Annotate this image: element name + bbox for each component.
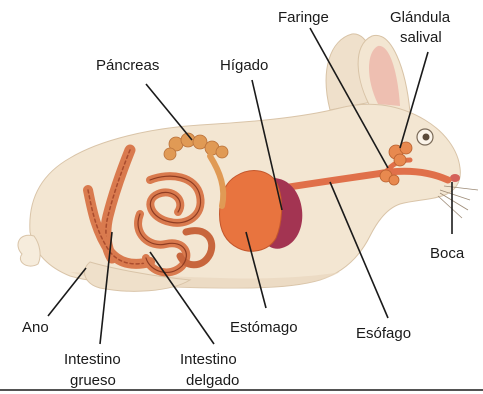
label-higado: Hígado <box>220 57 268 74</box>
label-intestino-delgado-2: delgado <box>186 372 239 389</box>
label-estomago: Estómago <box>230 319 298 336</box>
rabbit-tail <box>18 235 40 266</box>
stomach-shape <box>220 171 282 252</box>
rabbit-pupil <box>423 134 430 141</box>
rabbit-nose <box>450 174 460 182</box>
label-pancreas: Páncreas <box>96 57 159 74</box>
label-intestino-grueso-2: grueso <box>70 372 116 389</box>
label-glandula-2: salival <box>400 29 442 46</box>
label-boca: Boca <box>430 245 465 262</box>
label-glandula-1: Glándula <box>390 9 451 26</box>
label-ano: Ano <box>22 319 49 336</box>
label-intestino-grueso-1: Intestino <box>64 351 121 368</box>
label-intestino-delgado-1: Intestino <box>180 351 237 368</box>
label-esofago: Esófago <box>356 325 411 342</box>
label-faringe: Faringe <box>278 9 329 26</box>
